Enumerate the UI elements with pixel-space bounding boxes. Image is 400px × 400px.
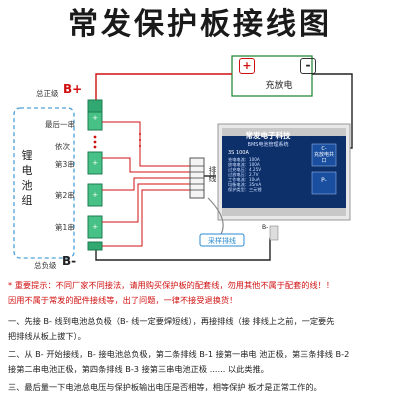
total-negative-sign: B- bbox=[62, 254, 77, 268]
board-spec: 过放电压：2.7V bbox=[228, 172, 259, 177]
total-positive-label: 总正级 bbox=[36, 89, 59, 98]
cell-2 bbox=[87, 183, 103, 207]
cell-last bbox=[87, 111, 103, 131]
bminus-wire bbox=[95, 238, 271, 261]
warning-line-2: 因用不属于常发的配件接线等，出了问题，一律不接受退换货！ bbox=[8, 295, 238, 305]
svg-text:+: + bbox=[92, 191, 98, 199]
step-2: 二、从 B- 开始接线，B- 接电池总负极，第二条排线 B-1 接第一串电 池正… bbox=[8, 349, 350, 359]
board-spec: 保护类型：三元锂 bbox=[228, 187, 262, 192]
series-label-last: 最后一串 bbox=[45, 120, 75, 129]
series-label-etc: 依次 bbox=[55, 142, 70, 151]
board-spec: 均衡电流：35mA bbox=[228, 182, 262, 187]
protection-board bbox=[217, 123, 351, 241]
page-title: 常发保护板接线图 bbox=[68, 7, 332, 42]
cell-bottom bbox=[87, 241, 103, 251]
cell-1 bbox=[87, 215, 103, 239]
group-label-char: 电 bbox=[21, 164, 33, 177]
wiring-diagram: + + + + bbox=[13, 55, 353, 261]
group-label-char: 池 bbox=[21, 179, 33, 192]
cable-label: 采样排线 bbox=[208, 237, 236, 245]
step-2-cont: 接第二串电池正极，第四条排线 B-3 接第三串电池正极 ...... 以此类推。 bbox=[8, 364, 269, 374]
board-subtitle: BMS电池管理系统 bbox=[247, 142, 289, 148]
board-spec: 充电电流：100A bbox=[228, 157, 260, 162]
charger-label: 充放电 bbox=[265, 81, 293, 91]
group-label-char: 组 bbox=[21, 194, 33, 207]
cell-3 bbox=[87, 151, 103, 175]
board-pad-b: B- bbox=[262, 224, 269, 231]
svg-text:+: + bbox=[92, 114, 98, 122]
board-model: 3S 100A bbox=[228, 150, 249, 156]
step-1: 一、先接 B- 线到电池总负极（B- 线一定要焊短线），再接排线（接 排线上之前… bbox=[8, 316, 335, 326]
sampling-cable bbox=[207, 197, 224, 237]
charger-box bbox=[231, 55, 313, 97]
bplus-wire bbox=[95, 73, 232, 100]
board-spec: 放电电流：100A bbox=[228, 162, 260, 167]
sampling-wires bbox=[102, 121, 190, 247]
step-3: 三、最后量一下电池总电压与保护板输出电压是否相等，相等保护 板才是正常工作的。 bbox=[8, 382, 322, 392]
board-brand: 常发电子科技 bbox=[245, 131, 291, 140]
battery-group-outline bbox=[13, 107, 75, 259]
board-spec: 过充电压：4.25V bbox=[228, 167, 262, 172]
board-specs: 充电电流：100A 放电电流：100A 过充电压：4.25V 过放电压：2.7V… bbox=[228, 157, 312, 192]
series-label-1: 第1串 bbox=[55, 223, 75, 232]
cell-stack: + + + + bbox=[87, 99, 103, 251]
battery-group-label: 锂 电 池 组 bbox=[20, 148, 34, 208]
series-label-3: 第3串 bbox=[55, 160, 75, 169]
board-spec: 工作电流：10uA bbox=[228, 177, 260, 182]
charger-plus-terminal: + bbox=[239, 58, 255, 74]
svg-text:+: + bbox=[92, 223, 98, 231]
cable-label-box bbox=[199, 233, 245, 247]
svg-text:+: + bbox=[92, 159, 98, 167]
series-label-2: 第2串 bbox=[55, 191, 75, 200]
total-negative-label: 总负级 bbox=[34, 261, 57, 270]
charger-minus-terminal: - bbox=[300, 58, 316, 74]
board-pad-p: P- bbox=[321, 177, 327, 184]
warning-line: * 重要提示：不同厂家不同接法，请用购买保护板的配套线，勿用其他不属于配套的线！… bbox=[8, 280, 335, 290]
board-pad-c: C- 充放电共口 bbox=[313, 146, 334, 164]
connector-label: 排线 bbox=[208, 166, 217, 182]
group-label-char: 锂 bbox=[21, 149, 33, 162]
step-1-cont: 把排线从板上拔下）。 bbox=[8, 331, 86, 341]
total-positive-sign: B+ bbox=[63, 82, 83, 96]
